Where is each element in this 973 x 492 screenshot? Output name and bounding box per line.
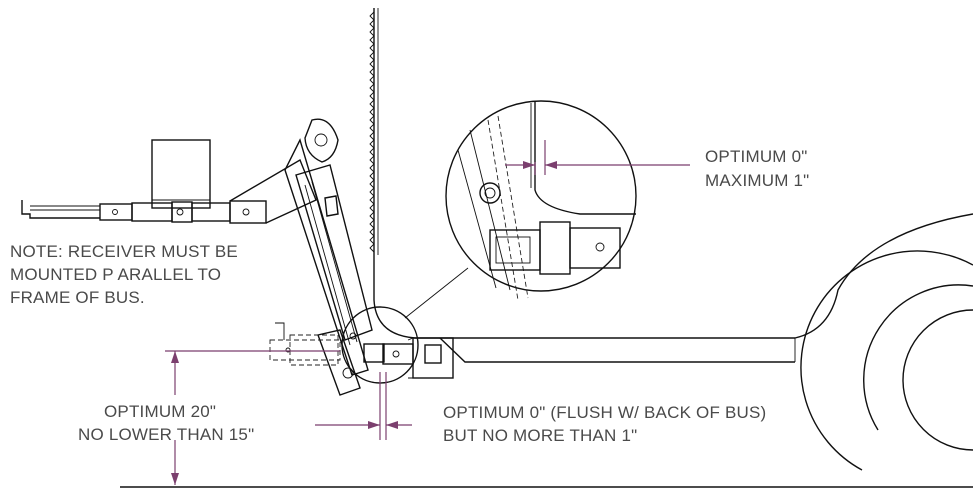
bus-body [439,213,973,363]
detail-leader [404,267,469,319]
bike-rack [21,118,385,396]
note-line-1: NOTE: RECEIVER MUST BE [10,242,238,261]
height-line-1: OPTIMUM 20" [104,402,216,421]
rear-wheel [800,250,973,471]
note-line-2: MOUNTED P ARALLEL TO [10,265,221,284]
phantom-receiver [269,322,341,366]
gap-dimension [315,372,412,440]
magnified-detail [445,100,637,301]
note-text: NOTE: RECEIVER MUST BE MOUNTED P ARALLEL… [10,242,238,307]
height-line-2: NO LOWER THAN 15" [78,425,254,444]
note-line-3: FRAME OF BUS. [10,288,145,307]
detail-label: OPTIMUM 0" MAXIMUM 1" [705,147,809,190]
height-label: OPTIMUM 20" NO LOWER THAN 15" [78,402,254,444]
gap-line-2: BUT NO MORE THAN 1" [443,426,637,445]
bus-receiver [382,337,454,379]
detail-gap-dimension [505,161,690,169]
detail-line-1: OPTIMUM 0" [705,147,807,166]
detail-line-2: MAXIMUM 1" [705,171,809,190]
gap-line-1: OPTIMUM 0" (FLUSH W/ BACK OF BUS) [443,403,766,422]
hitch-detail-callout [341,306,419,384]
height-dimension [165,350,340,485]
gap-label: OPTIMUM 0" (FLUSH W/ BACK OF BUS) BUT NO… [443,403,766,445]
